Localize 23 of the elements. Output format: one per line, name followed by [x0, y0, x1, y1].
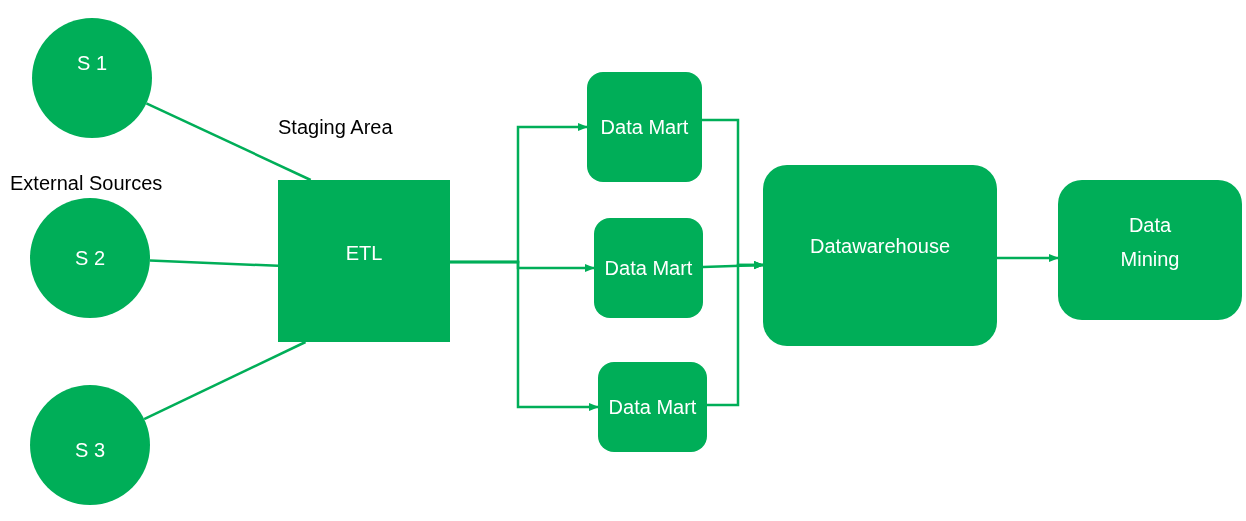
- arrow: [707, 261, 764, 407]
- data-mart-box: [587, 72, 702, 182]
- node-label: S 3: [74, 438, 106, 463]
- arrow: [997, 254, 1059, 262]
- node-label: S 1: [76, 51, 108, 76]
- data-mart-box: [594, 218, 703, 318]
- node-label: Data Mining: [1119, 213, 1181, 272]
- node-label: Data Mart: [603, 256, 694, 281]
- connector-line: [149, 259, 279, 268]
- stage-label: Staging Area: [278, 115, 393, 140]
- arrow: [450, 260, 599, 411]
- node-label: Datawarehouse: [808, 234, 952, 259]
- node-label: ETL: [344, 241, 384, 266]
- connector-line: [145, 102, 312, 182]
- data-mart-box: [598, 362, 707, 452]
- connector-line: [143, 340, 307, 421]
- etl-box: [278, 180, 450, 342]
- data-mining-box: [1058, 180, 1242, 320]
- node-label: Data Mart: [607, 395, 698, 420]
- group-label: External Sources: [10, 171, 163, 196]
- node-label: Data Mart: [599, 115, 690, 140]
- node-label: S 2: [74, 246, 106, 271]
- warehouse-box: [763, 165, 997, 346]
